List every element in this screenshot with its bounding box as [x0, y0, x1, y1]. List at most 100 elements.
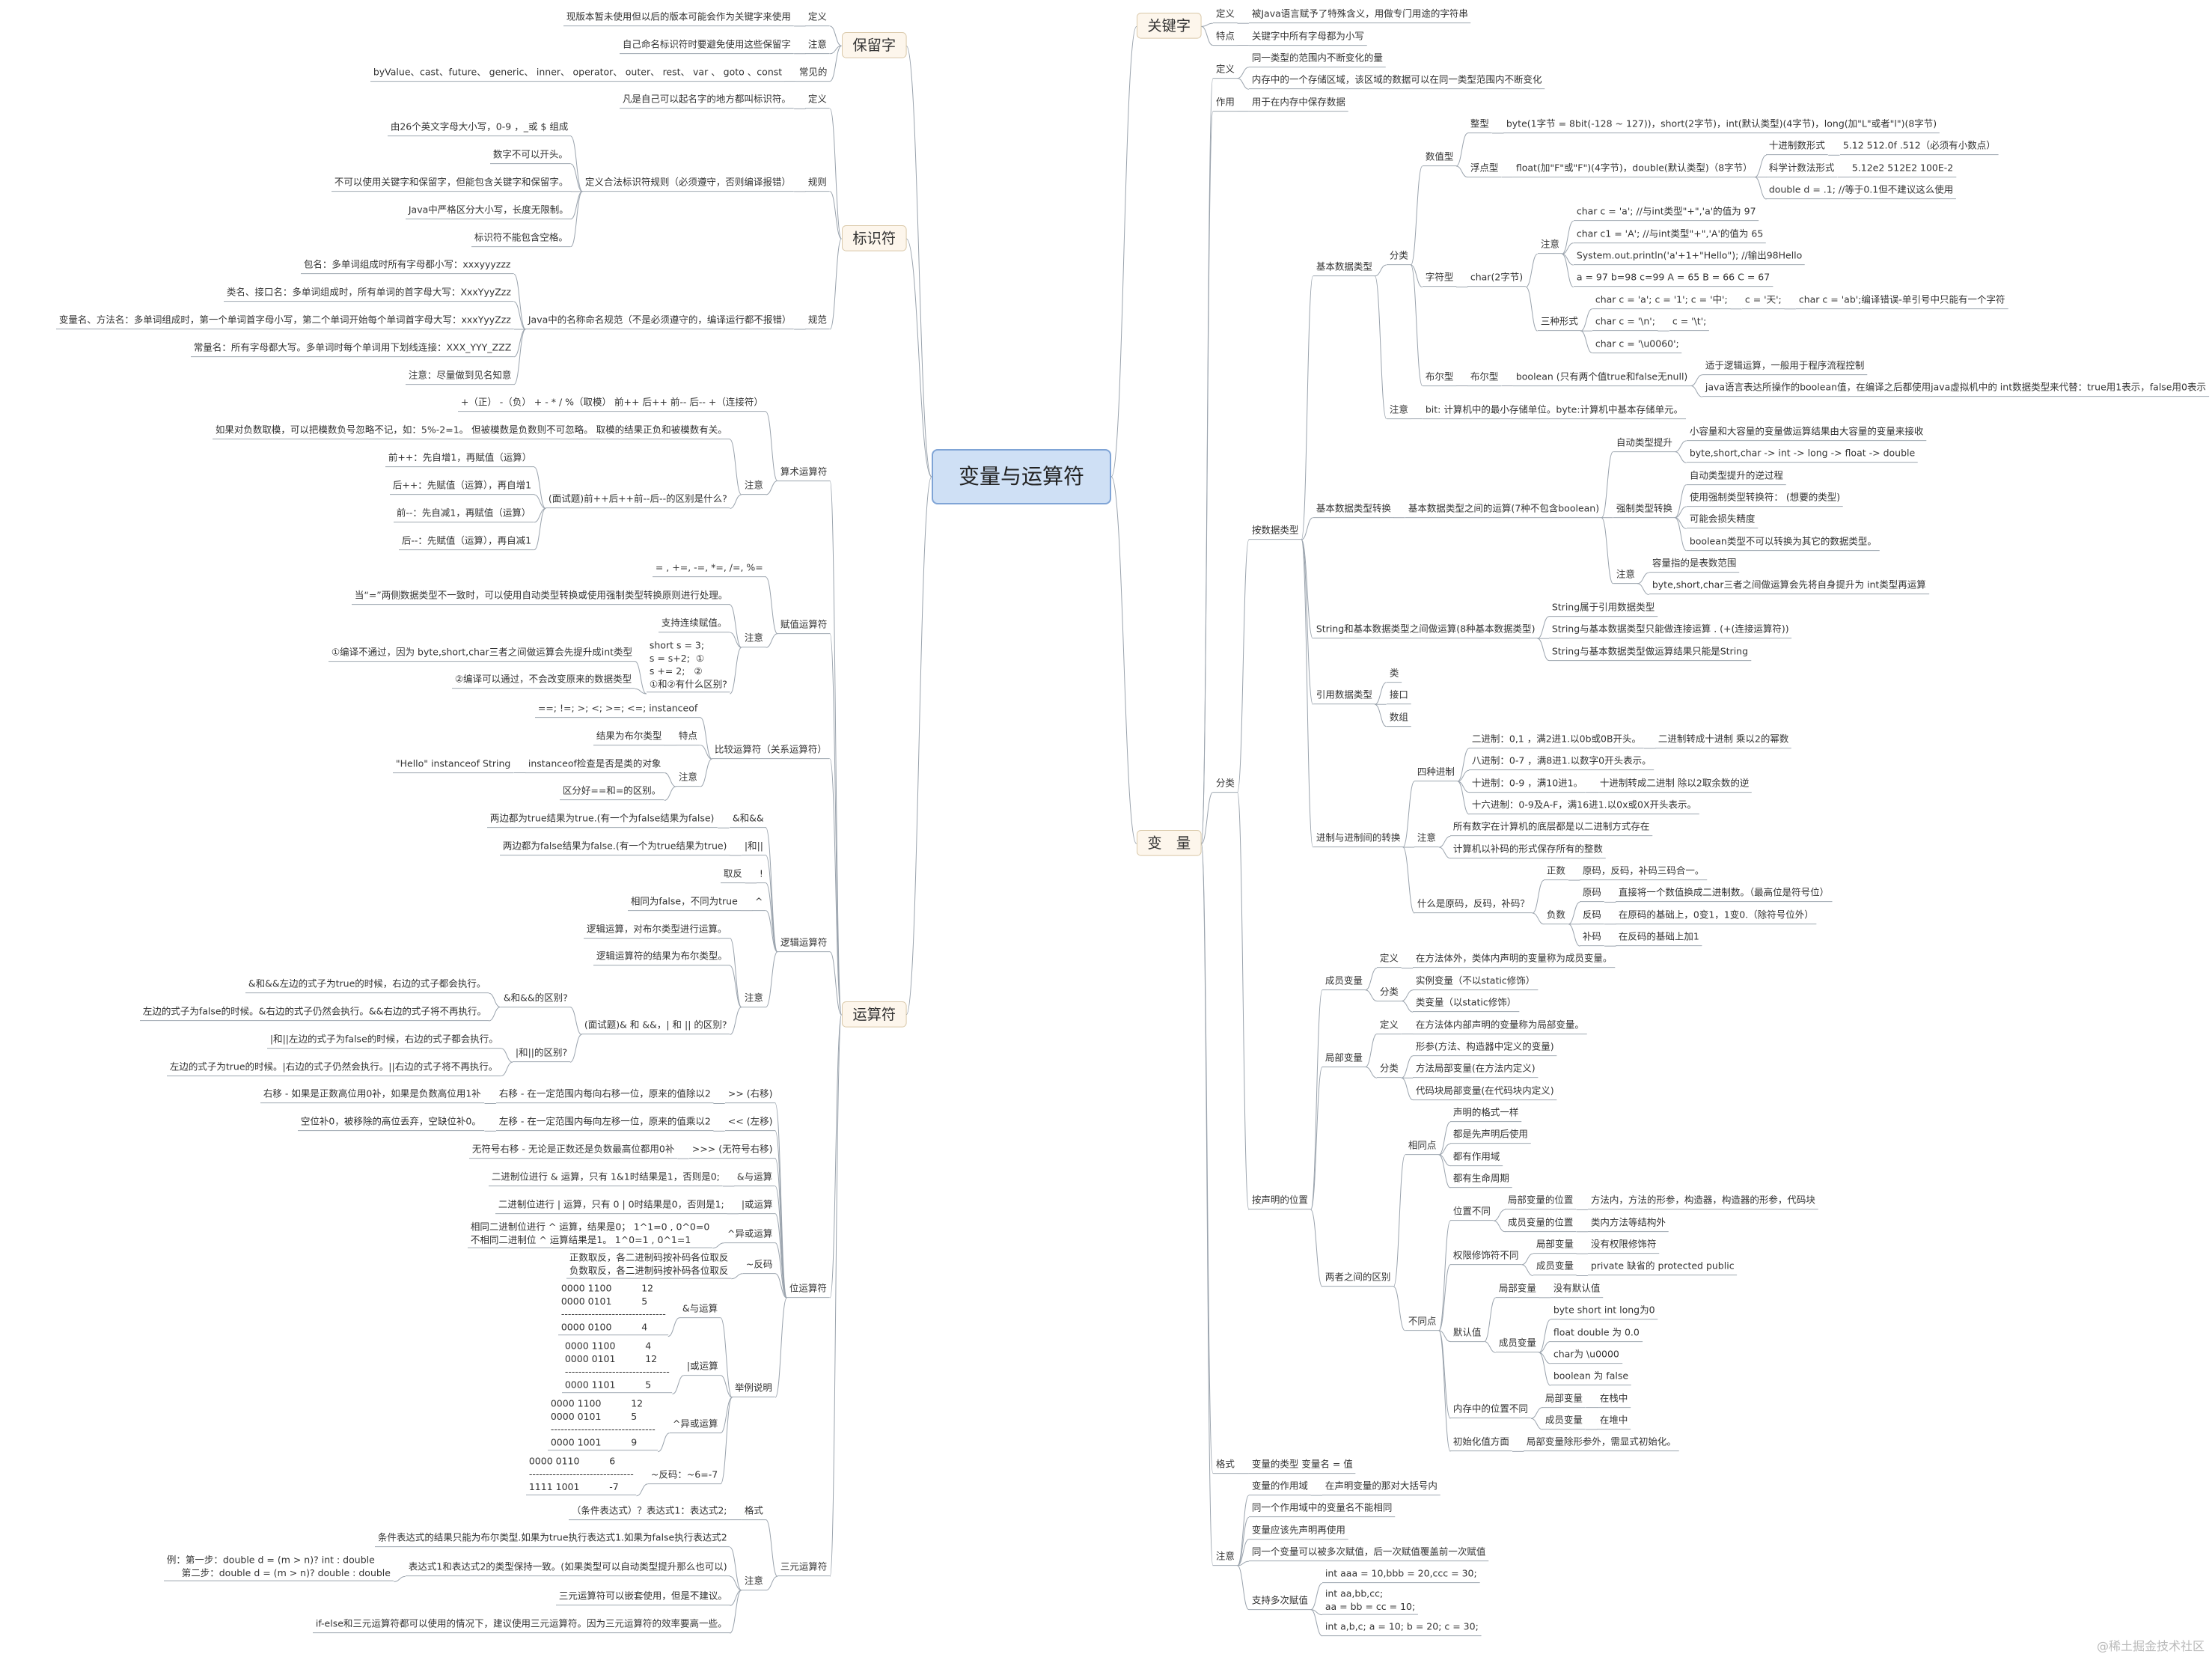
topic-node[interactable]: 包名：多单词组成时所有字母都小写：xxxyyyzzz [301, 257, 514, 275]
topic-node[interactable]: 局部变量的位置 [1505, 1193, 1577, 1210]
topic-node[interactable]: instanceof检查是否是类的对象 [525, 757, 664, 773]
topic-node[interactable]: 浮点型 [1467, 161, 1502, 177]
topic-node[interactable]: 局部变量 [1322, 1051, 1366, 1067]
topic-node[interactable]: 权限修饰符不同 [1450, 1248, 1522, 1265]
topic-node[interactable]: 使用强制类型转换符： (想要的类型) [1686, 490, 1843, 507]
topic-node[interactable]: |或运算 [739, 1197, 776, 1214]
topic-node[interactable]: 进制与进制间的转换 [1313, 831, 1403, 848]
topic-node[interactable]: private 缺省的 protected public [1587, 1259, 1738, 1276]
topic-node[interactable]: String属于引用数据类型 [1549, 600, 1658, 617]
topic-node[interactable]: 方法内，方法的形参，构造器，构造器的形参，代码块 [1587, 1193, 1818, 1210]
topic-node[interactable]: short s = 3; s = s+2; ① s += 2; ② ①和②有什么… [646, 640, 730, 693]
topic-node[interactable]: System.out.println('a'+1+"Hello"); //输出9… [1573, 248, 1805, 266]
topic-node[interactable]: float double 为 0.0 [1550, 1325, 1643, 1342]
topic-node[interactable]: ~反码：~6=-7 [647, 1468, 721, 1484]
topic-node[interactable]: 原码 [1580, 885, 1605, 903]
topic-node[interactable]: ^异或运算 [724, 1227, 775, 1243]
topic-node[interactable]: 注意 [1386, 403, 1411, 419]
topic-node[interactable]: 初始化值方面 [1450, 1435, 1512, 1452]
topic-node[interactable]: |和||的区别? [512, 1046, 570, 1063]
topic-node[interactable]: 按数据类型 [1248, 523, 1302, 540]
topic-node[interactable]: char为 \u0000 [1550, 1347, 1622, 1364]
topic-node[interactable]: boolean (只有两个值true和false无null) [1512, 370, 1691, 386]
topic-node[interactable]: 容量指的是表数范围 [1649, 556, 1739, 573]
topic-node[interactable]: 后++：先赋值（运算），再自增1 [389, 478, 534, 495]
topic-node[interactable]: 左边的式子为true的时候。|右边的式子仍然会执行。||右边的式子将不再执行。 [167, 1060, 501, 1076]
topic-node[interactable]: 逻辑运算，对布尔类型进行运算。 [584, 922, 730, 939]
topic-node[interactable]: 由26个英文字母大小写，0-9 ，_或 $ 组成 [387, 120, 571, 137]
topic-node[interactable]: char c = 'a'; //与int类型"+",'a'的值为 97 [1573, 204, 1759, 222]
topic-node[interactable]: 定义 [805, 10, 831, 27]
topic-node[interactable]: |和||左边的式子为false的时候，右边的式子都会执行。 [267, 1032, 501, 1049]
topic-node[interactable]: 三种形式 [1537, 314, 1581, 332]
topic-node[interactable]: 在原码的基础上，0变1，1变0.（除符号位外） [1616, 908, 1818, 924]
topic-node[interactable]: c = '\t'; [1669, 314, 1709, 332]
topic-node[interactable]: 支持多次赋值 [1248, 1593, 1311, 1610]
topic-node[interactable]: 右移 - 在一定范围内每向右移一位，原来的值除以2 [495, 1087, 714, 1104]
topic-node[interactable]: boolean 为 false [1550, 1369, 1631, 1386]
topic-node[interactable]: 5.12e2 512E2 100E-2 [1849, 161, 1957, 177]
topic-node[interactable]: 注意：尽量做到见名知意 [405, 368, 514, 385]
topic-node[interactable]: 十进制数形式 [1766, 138, 1829, 156]
topic-node[interactable]: 没有默认值 [1550, 1281, 1604, 1298]
root-topic[interactable]: 变量与运算符 [932, 449, 1112, 504]
topic-node[interactable]: 定义 [805, 92, 831, 109]
topic-node[interactable]: 默认值 [1450, 1325, 1485, 1342]
topic-node[interactable]: 数值型 [1422, 150, 1456, 167]
topic-node[interactable]: a = 97 b=98 c=99 A = 65 B = 66 C = 67 [1573, 270, 1773, 287]
topic-node[interactable]: 注意 [1613, 567, 1638, 584]
topic-node[interactable]: 适于逻辑运算，一般用于程序流程控制 [1702, 358, 1868, 375]
topic-node[interactable]: double d = .1; //等于0.1但不建议这么使用 [1766, 183, 1957, 200]
topic-node[interactable]: （条件表达式）？表达式1：表达式2; [569, 1504, 730, 1520]
topic-node[interactable]: byte,short,char三者之间做运算会先将自身提升为 int类型再运算 [1649, 578, 1929, 595]
topic-node[interactable]: 局部变量 [1495, 1281, 1539, 1298]
topic-node[interactable]: 特点 [1212, 29, 1238, 46]
topic-node[interactable]: 两者之间的区别 [1322, 1270, 1394, 1287]
topic-node[interactable]: 变量的类型 变量名 = 值 [1248, 1457, 1356, 1474]
topic-node[interactable]: 同一类型的范围内不断变化的量 [1248, 51, 1386, 67]
topic-node[interactable]: 所有数字在计算机的底层都是以二进制方式存在 [1450, 820, 1653, 837]
topic-node[interactable]: 无符号右移 - 无论是正数还是负数最高位都用0补 [469, 1142, 678, 1159]
topic-node[interactable]: &和&&的区别? [500, 991, 571, 1007]
topic-node[interactable]: 规则 [805, 175, 831, 192]
topic-node[interactable]: 正数取反，各二进制码按补码各位取反 负数取反，各二进制码按补码各位取反 [566, 1252, 732, 1279]
topic-node[interactable]: 左边的式子为false的时候。&右边的式子仍然会执行。&&右边的式子将不再执行。 [139, 1004, 489, 1022]
topic-node[interactable]: Java中严格区分大小写，长度无限制。 [405, 203, 572, 219]
topic-node[interactable]: 定义 [1212, 62, 1238, 79]
topic-node[interactable]: &与运算 [734, 1170, 776, 1187]
topic-node[interactable]: 被Java语言赋予了特殊含义，用做专门用途的字符串 [1248, 7, 1471, 24]
topic-node[interactable]: 类名、接口名：多单词组成时，所有单词的首字母大写：XxxYyyZzz [224, 285, 515, 302]
topic-node[interactable]: 二进制转成十进制 乘以2的幂数 [1655, 732, 1792, 749]
topic-node[interactable]: int a,b,c; a = 10; b = 20; c = 30; [1322, 1620, 1482, 1636]
topic-node[interactable]: 定义合法标识符规则（必须遵守，否则编译报错） [582, 175, 795, 192]
branch-topic[interactable]: 关键字 [1136, 13, 1202, 39]
topic-node[interactable]: 八进制：0-7 ，满8进1.以数字0开头表示。 [1469, 754, 1655, 771]
topic-node[interactable]: 十六进制：0-9及A-F，满16进1.以0x或0X开头表示。 [1469, 798, 1700, 815]
topic-node[interactable]: 注意 [1414, 831, 1439, 848]
topic-node[interactable]: 直接将一个数值换成二进制数。（最高位是符号位） [1616, 885, 1833, 903]
topic-node[interactable]: |和|| [741, 839, 766, 856]
topic-node[interactable]: 特点 [676, 729, 701, 745]
topic-node[interactable]: 没有权限修饰符 [1587, 1237, 1660, 1254]
topic-node[interactable]: 区分好==和=的区别。 [560, 784, 664, 801]
topic-node[interactable]: char c1 = 'A'; //与int类型"+",'A'的值为 65 [1573, 227, 1766, 243]
topic-node[interactable]: 同一个作用域中的变量名不能相同 [1248, 1501, 1396, 1518]
topic-node[interactable]: 注意 [741, 991, 766, 1007]
topic-node[interactable]: |或运算 [683, 1359, 721, 1376]
topic-node[interactable]: 规范 [805, 313, 831, 330]
topic-node[interactable]: ! [757, 867, 766, 883]
topic-node[interactable]: &和&&左边的式子为true的时候，右边的式子都会执行。 [245, 977, 489, 994]
topic-node[interactable]: +（正） -（负） + - * / %（取模） 前++ 后++ 前-- 后-- … [457, 395, 766, 412]
topic-node[interactable]: 基本数据类型之间的运算(7种不包含boolean) [1405, 501, 1602, 518]
topic-node[interactable]: 在声明变量的那对大括号内 [1322, 1479, 1440, 1496]
topic-node[interactable]: 成员变量 [1542, 1413, 1586, 1430]
topic-node[interactable]: "Hello" instanceof String [393, 757, 514, 773]
topic-node[interactable]: byValue、cast、future、 generic、 inner、 ope… [370, 65, 785, 82]
topic-node[interactable]: ^异或运算 [669, 1417, 721, 1433]
topic-node[interactable]: 在方法体外，类体内声明的变量称为成员变量。 [1413, 951, 1616, 968]
topic-node[interactable]: 类 [1386, 666, 1402, 683]
topic-node[interactable]: 十进制转成二进制 除以2取余数的逆 [1597, 776, 1753, 793]
topic-node[interactable]: 不可以使用关键字和保留字，但能包含关键字和保留字。 [331, 175, 571, 192]
topic-node[interactable]: 数字不可以开头。 [490, 147, 571, 165]
topic-node[interactable]: &与运算 [679, 1302, 721, 1318]
